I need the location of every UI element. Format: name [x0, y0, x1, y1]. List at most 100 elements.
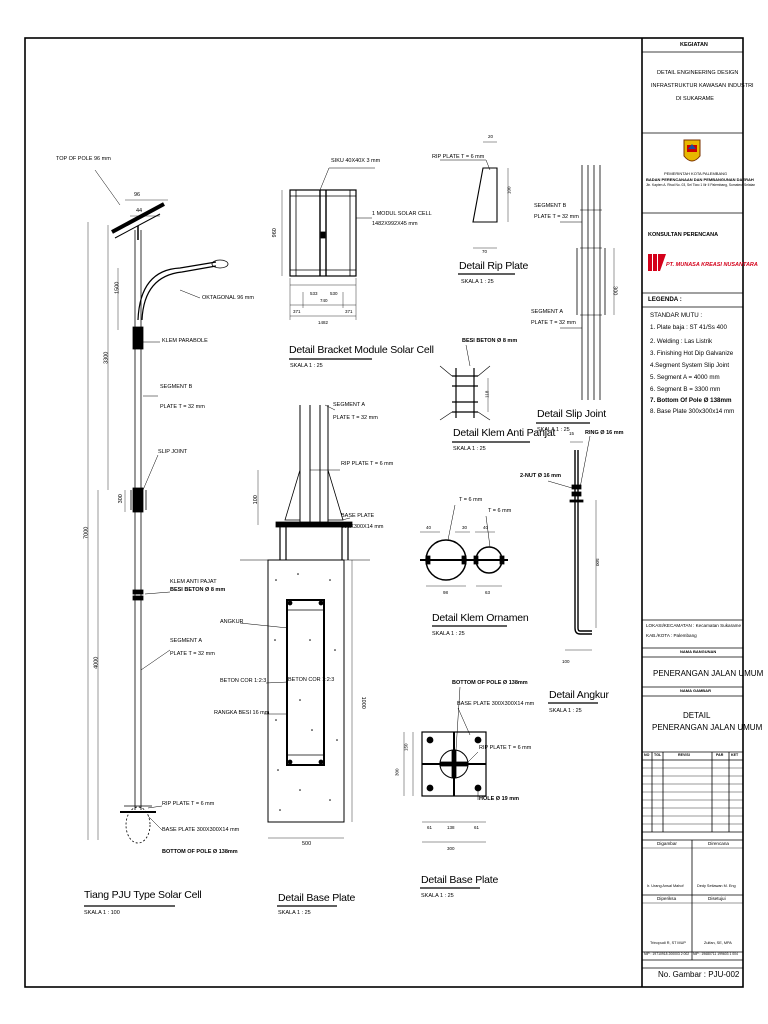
- legenda-item: 7. Bottom Of Pole Ø 138mm: [650, 397, 732, 404]
- legenda-item: 6. Segment B = 3300 mm: [650, 386, 721, 393]
- diperiksa-label: Diperiksa: [657, 896, 677, 901]
- kegiatan-line-1: DETAIL ENGINEERING DESIGN: [657, 70, 739, 76]
- rip-plate-drawing: [440, 141, 515, 275]
- dim-text: 100: [506, 186, 512, 195]
- klem-anti-pajat-label: KLEM ANTI PAJAT: [170, 579, 217, 585]
- dim-text: 3300: [103, 351, 110, 364]
- dim-text: 150: [403, 743, 409, 752]
- dim-text: 70: [482, 249, 488, 254]
- base-right-scale: SKALA 1 : 25: [421, 893, 454, 899]
- direncana-label: Direncana: [708, 841, 729, 846]
- consultant-logo: [648, 254, 666, 271]
- top-of-pole-label: TOP OF POLE 96 mm: [56, 156, 111, 162]
- dim-text: 530: [330, 291, 338, 296]
- siku-label: SIKU 40X40X 3 mm: [331, 158, 381, 164]
- revisi-header: PAR: [716, 753, 724, 757]
- besi-beton-label: BESI BETON Ø 8 mm: [170, 587, 226, 593]
- rip-plate-label: RIP PLATE T = 6 mm: [162, 801, 215, 807]
- title-block-grid: [642, 51, 743, 969]
- slip-segment-a: SEGMENT A: [531, 309, 563, 315]
- owner-line-2: BADAN PERENCANAAN DAN PEMBANGUNAN DAERAH: [646, 177, 754, 182]
- dim-text: 1000: [359, 696, 366, 709]
- no-gambar: No. Gambar : PJU-002: [658, 970, 740, 979]
- dim-text: 118: [484, 390, 490, 398]
- base-left-scale: SKALA 1 : 25: [278, 910, 311, 916]
- dim-text: 96: [134, 192, 141, 198]
- ornamen-title: Detail Klem Ornamen: [432, 612, 529, 624]
- dim-text: 500: [595, 558, 601, 567]
- dim-text: 371: [345, 309, 353, 314]
- nama-gambar-label: NAMA GAMBAR: [680, 688, 711, 693]
- lokasi-text: LOKASI/KECAMATAN : Kecamatan Sukarame: [646, 623, 742, 628]
- slip-joint-label: SLIP JOINT: [158, 449, 188, 455]
- legenda-item: 5. Segment A = 4000 mm: [650, 374, 720, 381]
- klem-anti-scale: SKALA 1 : 25: [453, 446, 486, 452]
- plate-b-label: PLATE T = 32 mm: [160, 404, 205, 410]
- rip-title: Detail Rip Plate: [459, 260, 529, 272]
- rip-plate-label: RIP PLATE T = 6 mm: [432, 154, 485, 160]
- klem-ornamen-drawing: [420, 504, 508, 627]
- nama-bangunan-label: NAMA BANGUNAN: [680, 649, 717, 654]
- digambar-label: Digambar: [657, 841, 677, 846]
- pole-title: Tiang PJU Type Solar Cell: [84, 889, 202, 901]
- konsultan-name: PT. MUNASA KREASI NUSANTARA: [666, 262, 758, 268]
- legenda-item: 2. Welding : Las Listrik: [650, 338, 713, 345]
- dim-text: 371: [293, 309, 301, 314]
- ornamen-t2: T = 6 mm: [488, 508, 512, 514]
- owner-line-1: PEMERINTAH KOTA PALEMBANG: [664, 171, 728, 176]
- slip-scale: SKALA 1 : 25: [537, 427, 570, 433]
- klem-anti-panjat-drawing: [439, 344, 530, 443]
- kegiatan-line-3: DI SUKARAME: [676, 96, 714, 102]
- legenda-item: 1. Plate baja : ST 41/Ss 400: [650, 324, 727, 331]
- base-right-rip: RIP PLATE T = 6 mm: [479, 745, 532, 751]
- disetujui-label: Disetujui: [708, 896, 726, 901]
- slip-segment-b: SEGMENT B: [534, 203, 567, 209]
- revisi-header: KET: [731, 753, 739, 757]
- nama-gambar-line-2: PENERANGAN JALAN UMUM: [652, 723, 763, 732]
- angkur-ring-label: RING Ø 16 mm: [585, 430, 624, 436]
- angkur-label: ANGKUR: [220, 619, 244, 625]
- legenda-item: STANDAR MUTU :: [650, 312, 703, 319]
- segment-b-label: SEGMENT B: [160, 384, 193, 390]
- concrete-hatch: [274, 573, 338, 811]
- base-right-bottom: BOTTOM OF POLE Ø 138mm: [452, 680, 528, 686]
- revisi-header: NO: [644, 753, 650, 757]
- angkur-title: Detail Angkur: [549, 689, 609, 701]
- base-segment-a: SEGMENT A: [333, 402, 365, 408]
- direncana-name: Dedy Setiawan M. Eng: [697, 884, 736, 888]
- revisi-header: TGL: [654, 753, 662, 757]
- dim-text: 7000: [83, 526, 90, 539]
- dim-text: 15: [569, 431, 575, 436]
- dim-text: 300: [611, 286, 618, 296]
- angkur-drawing: [547, 435, 598, 704]
- klem-anti-title: Detail Klem Anti Panjat: [453, 427, 556, 439]
- nip-right: NIP : 19680711 199603 1 004: [693, 952, 738, 956]
- base-plate-right-drawing: [403, 686, 487, 889]
- dim-text: 300: [117, 494, 124, 504]
- dim-text: 300: [447, 846, 455, 851]
- kab-kota-text: KAB./KOTA : Palembang: [646, 633, 697, 638]
- dim-text: 740: [320, 298, 328, 303]
- base-left-title: Detail Base Plate: [278, 892, 356, 904]
- oktagonal-label: OKTAGONAL 96 mm: [202, 295, 254, 301]
- revisi-header: REVISI: [678, 753, 690, 757]
- slip-plate-b: PLATE T = 32 mm: [534, 214, 579, 220]
- owner-line-3: Jln. Kapten A. Rivai No. 03, Sei Tiwo 1 …: [646, 183, 756, 187]
- slip-title: Detail Slip Joint: [537, 408, 606, 420]
- bracket-scale: SKALA 1 : 25: [290, 363, 323, 369]
- bracket-drawing: [281, 167, 375, 360]
- legenda-label: LEGENDA :: [648, 296, 682, 303]
- sheet-frame: [24, 37, 744, 988]
- dim-text: 40: [483, 525, 489, 530]
- dim-text: 61: [427, 825, 433, 830]
- ornamen-t1: T = 6 mm: [459, 497, 483, 503]
- base-right-hole: HOLE Ø 19 mm: [479, 796, 520, 802]
- beton-cor-label: BETON COR 1:2:3: [220, 678, 267, 684]
- kegiatan-line-2: INFRASTRUKTUR KAWASAN INDUSTRI: [651, 83, 754, 89]
- dim-text: 100: [252, 495, 259, 505]
- rangka-label: RANGKA BESI 16 mm: [214, 710, 270, 716]
- dim-text: 500: [302, 841, 312, 847]
- module-dim-label: 1482X992X45 mm: [372, 221, 418, 227]
- base-plate-label: BASE PLATE: [341, 513, 375, 519]
- dim-text: 4000: [93, 656, 100, 669]
